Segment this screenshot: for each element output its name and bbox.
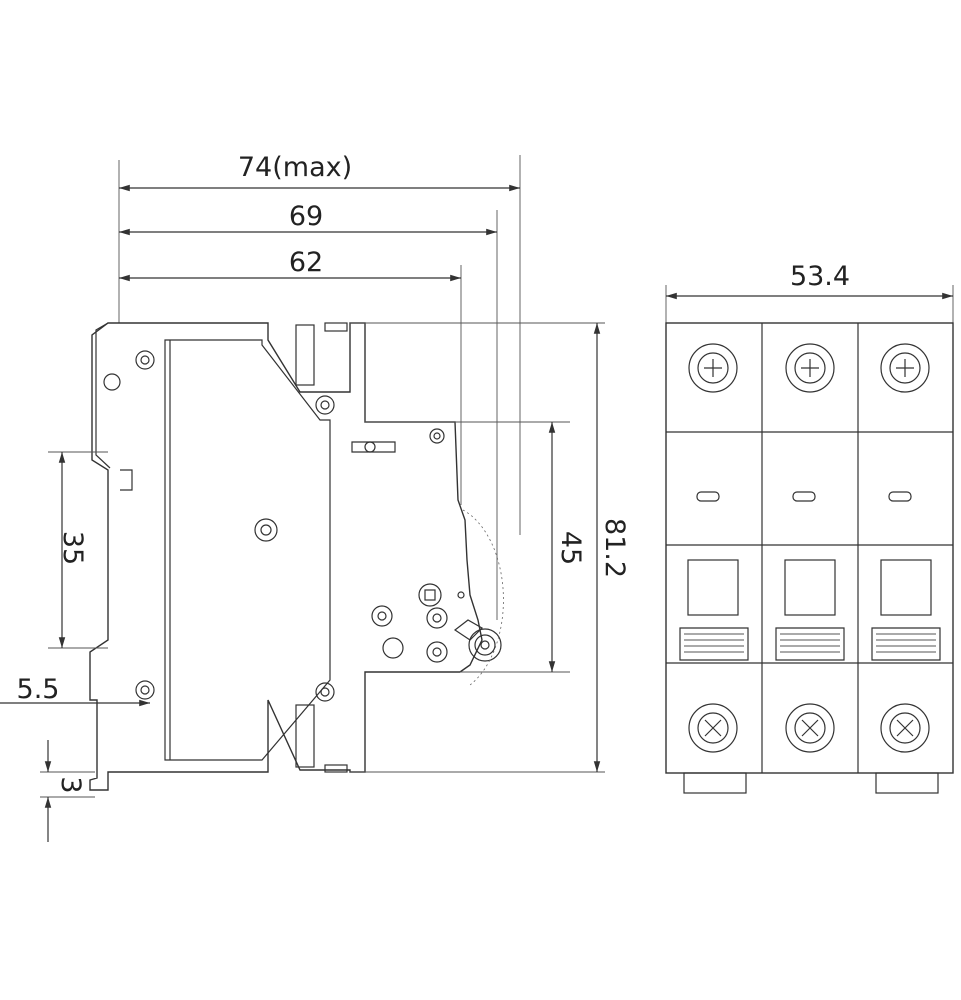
dim-depth-62: 62 <box>289 247 323 278</box>
dim-rail-thickness: 3 <box>55 776 86 793</box>
breaker-side-body <box>89 322 483 791</box>
side-view: 74(max) 69 62 81.2 45 35 5.5 3 <box>0 152 630 842</box>
pole-2 <box>775 343 845 753</box>
dim-front-width: 53.4 <box>790 261 850 292</box>
dim-height: 81.2 <box>599 518 630 578</box>
pole-3 <box>871 343 941 794</box>
dim-handle-height: 45 <box>555 531 586 565</box>
dim-rail-offset: 5.5 <box>17 674 60 705</box>
front-view: 53.4 <box>665 261 954 794</box>
pole-1 <box>679 343 749 794</box>
dim-rail-width: 35 <box>57 531 88 565</box>
dim-depth-69: 69 <box>289 201 323 232</box>
breaker-front-body <box>665 322 954 774</box>
dim-overall-depth: 74(max) <box>238 152 352 183</box>
